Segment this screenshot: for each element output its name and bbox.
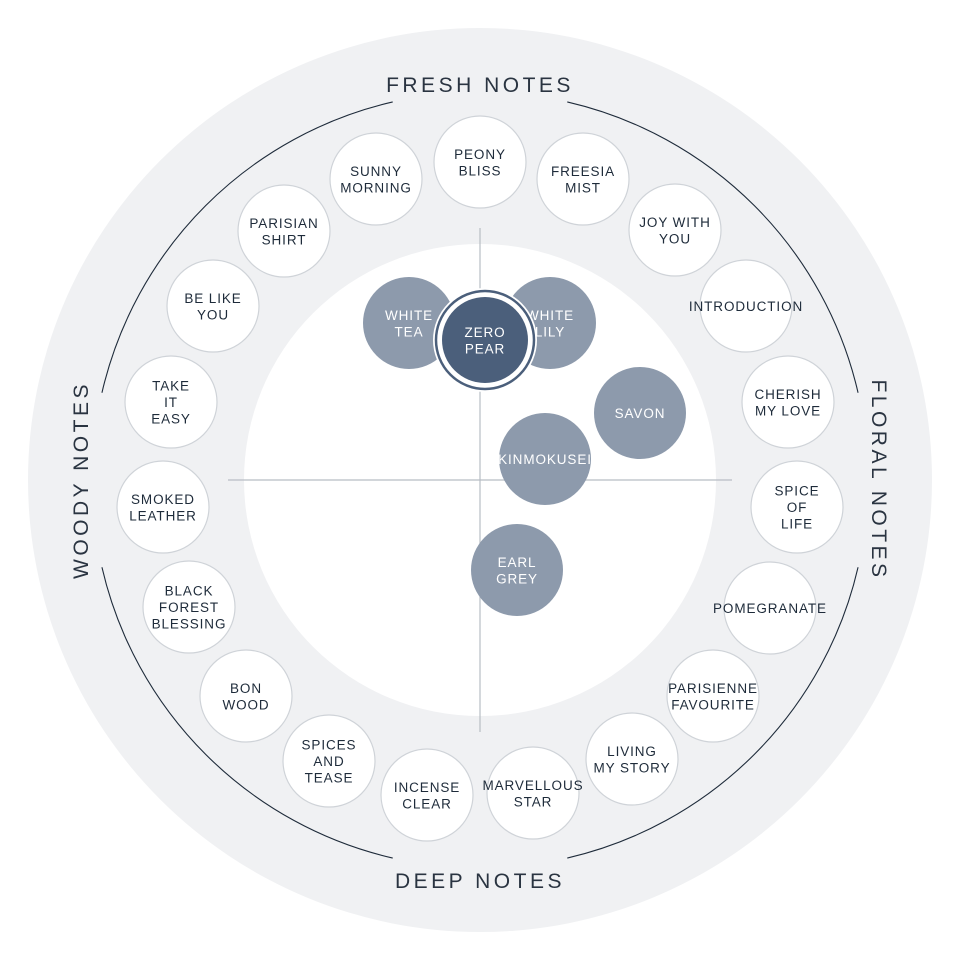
ring-item-circle[interactable] [380,748,474,842]
ring-item-circle[interactable] [142,560,236,654]
ring-item-circle[interactable] [237,184,331,278]
ring-item-circle[interactable] [536,132,630,226]
inner-item-circle[interactable] [442,297,528,383]
inner-item-kinmokusei[interactable]: KINMOKUSEI [498,413,592,505]
ring-item-circle[interactable] [666,649,760,743]
ring-arc-2 [567,101,859,393]
inner-item-circle[interactable] [363,277,455,369]
inner-item-circle[interactable] [471,524,563,616]
ring-item-circle[interactable] [116,460,210,554]
section-label-deep: DEEP NOTES [395,870,565,893]
inner-item-label: KINMOKUSEI [498,452,592,467]
inner-item-label: SAVON [615,406,666,421]
ring-item-label: INTRODUCTION [689,299,803,314]
ring-item-circle[interactable] [166,259,260,353]
ring-item-circle[interactable] [750,460,844,554]
ring-item-label: POMEGRANATE [713,601,827,616]
ring-item-introduction[interactable]: INTRODUCTION [689,259,803,353]
ring-arc-3 [567,567,859,859]
ring-item-circle[interactable] [433,115,527,209]
ring-item-circle[interactable] [699,259,793,353]
ring-item-circle[interactable] [628,183,722,277]
ring-arc-4 [101,567,393,859]
inner-item-savon[interactable]: SAVON [594,367,686,459]
section-label-fresh: FRESH NOTES [386,74,574,97]
inner-item-circle[interactable] [594,367,686,459]
ring-item-circle[interactable] [199,649,293,743]
selected-ring [434,289,536,391]
section-label-woody: WOODY NOTES [70,381,93,579]
ring-arc-1 [101,101,393,393]
ring-item-circle[interactable] [585,712,679,806]
ring-item-circle[interactable] [486,746,580,840]
inner-item-circle[interactable] [499,413,591,505]
ring-arcs [101,101,859,859]
ring-item-circle[interactable] [329,132,423,226]
ring-item-circle[interactable] [124,355,218,449]
ring-item-circle[interactable] [741,355,835,449]
ring-item-circle[interactable] [723,561,817,655]
ring-item-pomegranate[interactable]: POMEGRANATE [713,561,827,655]
ring-item-circle[interactable] [282,714,376,808]
section-label-floral: FLORAL NOTES [867,379,890,580]
